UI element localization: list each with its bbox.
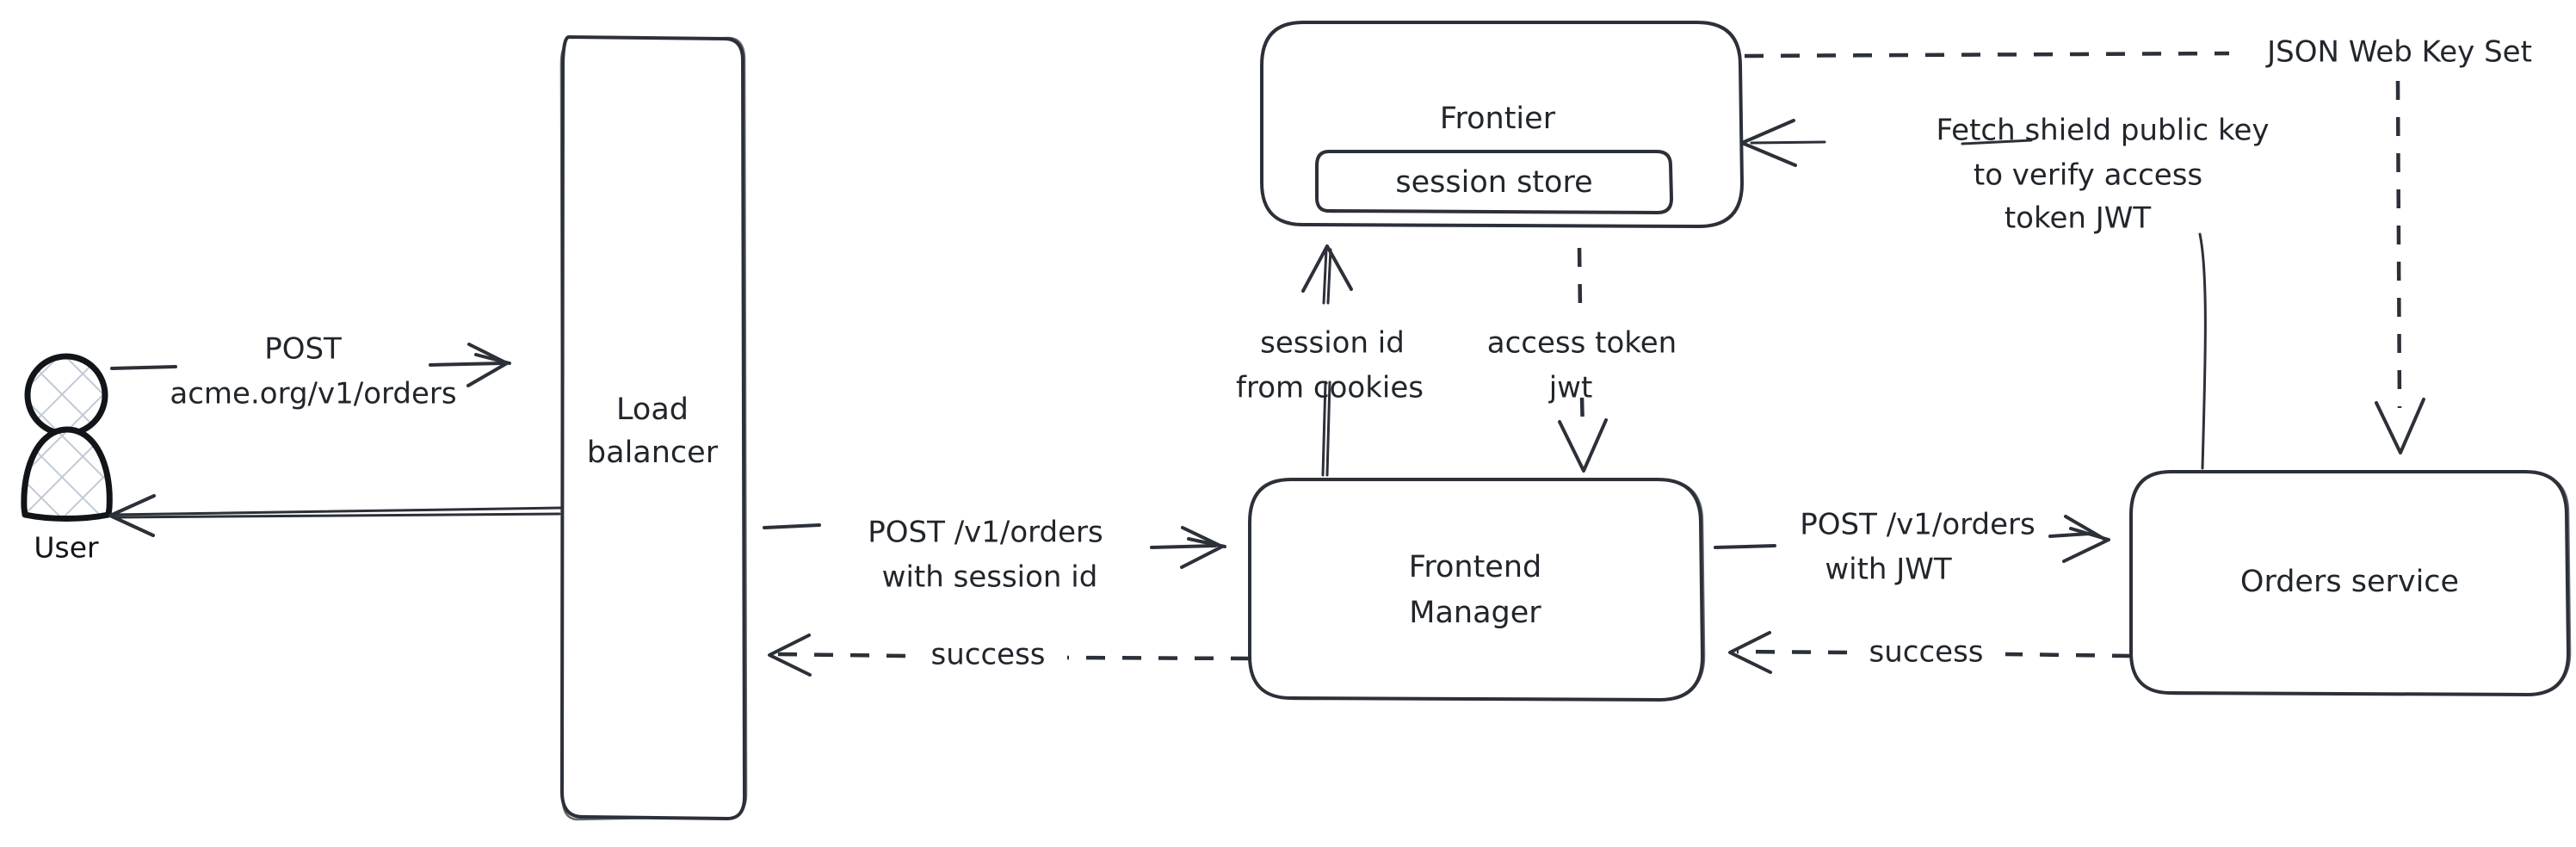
- edge-orders-to-frontier-fetch-label-line1: Fetch shield public key: [1936, 114, 2269, 148]
- node-session-store[interactable]: session store: [1315, 150, 1673, 214]
- edge-fm-to-frontier: session id from cookies: [1236, 244, 1424, 477]
- edge-orders-to-frontier-fetch: Fetch shield public key to verify access…: [1740, 114, 2270, 470]
- edge-fm-to-lb-success-label: success: [931, 638, 1046, 672]
- edge-fm-to-orders: POST /v1/orders with JWT: [1714, 508, 2110, 587]
- node-load-balancer-label-line1: Load: [616, 393, 689, 427]
- node-frontend-manager[interactable]: Frontend Manager: [1248, 478, 1706, 702]
- edge-orders-to-frontier-fetch-label-line3: token JWT: [2005, 201, 2152, 236]
- node-frontend-manager-label-line1: Frontend: [1409, 550, 1541, 584]
- node-frontier[interactable]: Frontier session store: [1260, 21, 1744, 228]
- edge-lb-to-fm-label-line2: with session id: [882, 560, 1098, 595]
- node-orders-service[interactable]: Orders service: [2129, 470, 2572, 696]
- edge-frontier-to-fm: access token jwt: [1487, 247, 1677, 473]
- edge-orders-to-fm-success-label: success: [1869, 635, 1984, 670]
- edge-frontier-to-orders-jwks-label: JSON Web Key Set: [2265, 35, 2532, 70]
- edge-user-to-lb-label-line1: POST: [264, 332, 342, 367]
- edge-user-to-lb: POST acme.org/v1/orders: [110, 332, 511, 411]
- node-session-store-label: session store: [1395, 165, 1592, 200]
- edge-frontier-to-orders-jwks: JSON Web Key Set: [1744, 35, 2532, 454]
- edge-lb-to-fm-label-line1: POST /v1/orders: [868, 516, 1103, 550]
- node-load-balancer-label-line2: balancer: [587, 436, 719, 470]
- edge-frontier-to-fm-label-line1: access token: [1487, 326, 1677, 361]
- edge-fm-to-orders-label-line2: with JWT: [1825, 553, 1952, 587]
- edge-orders-to-fm-success: success: [1728, 631, 2132, 674]
- edge-fm-to-frontier-label-line1: session id: [1260, 326, 1405, 361]
- user-actor-label: User: [34, 531, 99, 565]
- node-load-balancer[interactable]: Load balancer: [559, 35, 748, 821]
- edge-fm-to-orders-label-line1: POST /v1/orders: [1800, 508, 2035, 542]
- person-icon: [21, 353, 113, 522]
- edge-lb-to-fm: POST /v1/orders with session id: [763, 516, 1226, 595]
- edge-fm-to-lb-success: success: [768, 634, 1251, 677]
- edge-user-to-lb-label-line2: acme.org/v1/orders: [170, 377, 456, 411]
- node-frontend-manager-label-line2: Manager: [1409, 596, 1541, 630]
- edge-frontier-to-fm-label-line2: jwt: [1548, 371, 1593, 405]
- user-actor: User: [21, 353, 113, 565]
- edge-lb-to-user: [108, 494, 563, 537]
- node-frontier-label: Frontier: [1440, 102, 1556, 136]
- node-orders-service-label: Orders service: [2240, 565, 2459, 599]
- edge-fm-to-frontier-label-line2: from cookies: [1236, 371, 1424, 405]
- edge-orders-to-frontier-fetch-label-line2: to verify access: [1974, 158, 2202, 193]
